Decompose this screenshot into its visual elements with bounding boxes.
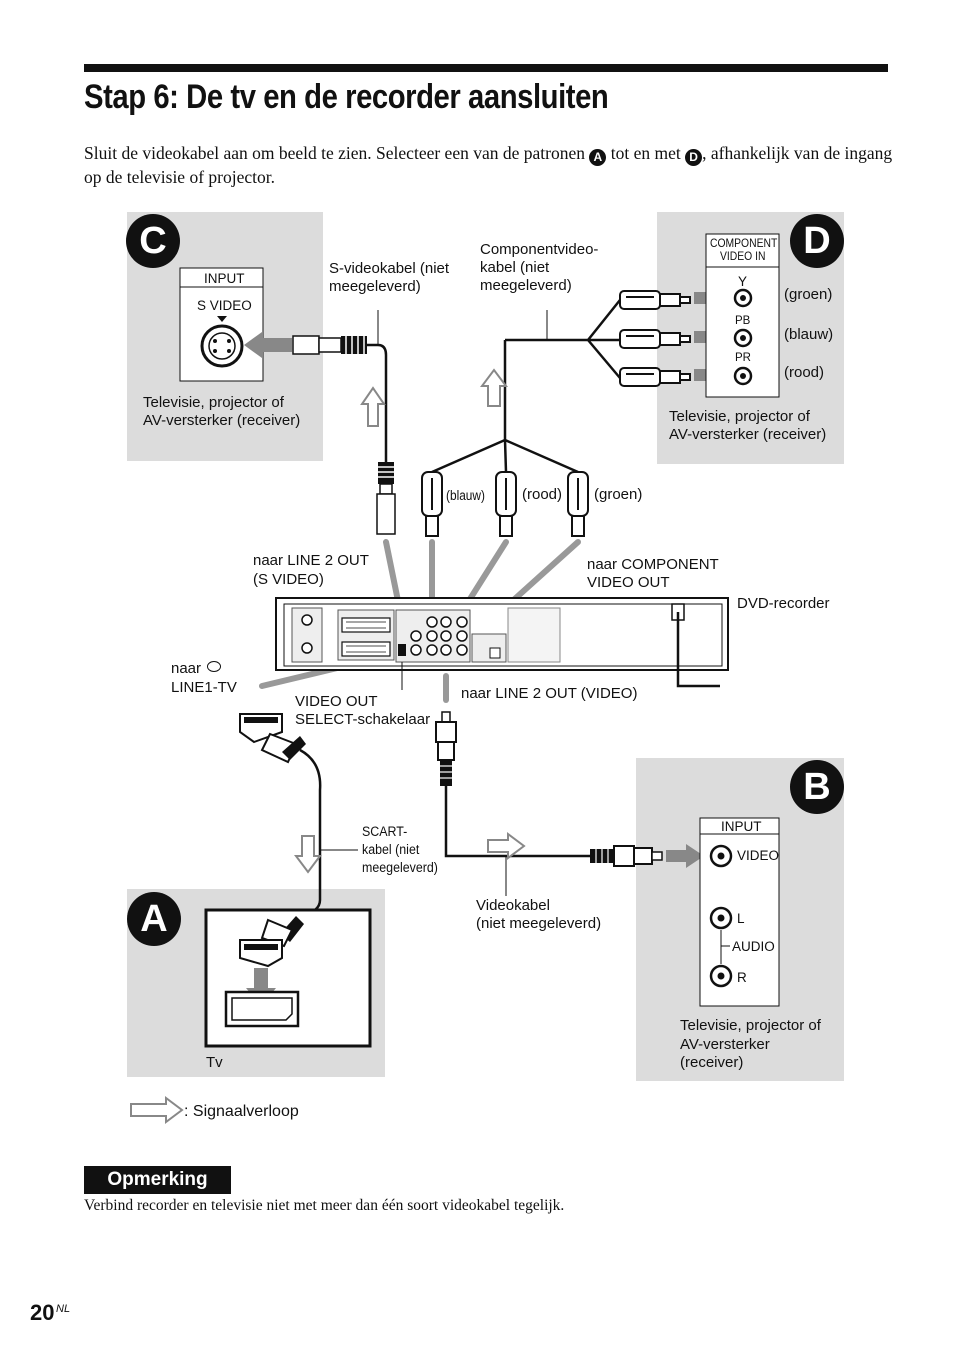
- tv-caption: Tv: [206, 1054, 223, 1071]
- to-component-2: VIDEO OUT: [587, 574, 670, 591]
- note-text: Verbind recorder en televisie niet met m…: [84, 1197, 565, 1214]
- title-rule: [84, 64, 888, 72]
- svideo-cable-label-2: meegeleverd): [329, 278, 421, 295]
- signal-arrow-c-icon: [244, 332, 292, 358]
- color-red-label: (rood): [784, 364, 825, 381]
- intro-text-2: tot en met: [606, 143, 686, 163]
- page-number: 20: [30, 1300, 55, 1325]
- jack-r-label: R: [737, 970, 747, 985]
- panel-b-caption-3: (receiver): [680, 1054, 744, 1071]
- component-plugs-d: [619, 290, 691, 387]
- signal-arrow-up-icon: [480, 368, 508, 407]
- signal-arrow-right-icon: [487, 832, 526, 860]
- component-cable-label-1: Componentvideo-: [480, 241, 599, 258]
- page-number-suffix: NL: [56, 1303, 71, 1315]
- panel-d-caption-1: Televisie, projector of: [669, 408, 810, 425]
- plug-green-label: (groen): [594, 486, 643, 503]
- to-component-1: naar COMPONENT: [587, 556, 719, 573]
- badge-b: B: [790, 760, 844, 814]
- legend-arrow-icon: [130, 1096, 184, 1124]
- dvd-recorder-body: [275, 597, 729, 688]
- scart-plug-tv: [239, 916, 304, 968]
- intro-text-3: , afhankelijk van de ingang op de televi…: [84, 143, 893, 187]
- svideo-input-header: INPUT: [204, 271, 245, 286]
- scart-cable-label-2: kabel (niet: [362, 842, 420, 857]
- signal-arrow-down-icon: [294, 835, 322, 874]
- pattern-d-badge: D: [685, 149, 703, 166]
- jack-y-label: Y: [738, 274, 748, 289]
- component-header-1: COMPONENT: [710, 238, 778, 250]
- page-title: Stap 6: De tv en de recorder aansluiten: [84, 78, 609, 116]
- svideo-jack-label: S VIDEO: [197, 298, 252, 313]
- jack-video-label: VIDEO: [737, 848, 780, 863]
- plug-blue-label: (blauw): [446, 488, 485, 503]
- panel-c-caption-2: AV-versterker (receiver): [143, 412, 301, 429]
- panel-b-caption-2: AV-versterker: [680, 1036, 770, 1053]
- to-line2-svideo-1: naar LINE 2 OUT: [253, 552, 369, 569]
- to-line2-svideo-2: (S VIDEO): [253, 571, 324, 588]
- intro-text-1: Sluit de videokabel aan om beeld te zien…: [84, 143, 590, 163]
- color-blue-label: (blauw): [784, 326, 834, 343]
- component-cable-label-3: meegeleverd): [480, 277, 572, 294]
- panel-d-caption-2: AV-versterker (receiver): [669, 426, 827, 443]
- panel-c-caption-1: Televisie, projector of: [143, 394, 284, 411]
- to-line1-text: naar: [171, 660, 202, 677]
- to-line1-1: naar: [171, 660, 222, 678]
- scart-cable-label-3: meegeleverd): [362, 860, 438, 875]
- jack-audio-label: AUDIO: [732, 939, 775, 954]
- badge-c: C: [126, 214, 180, 268]
- signal-arrow-up-icon: [360, 386, 386, 427]
- video-cable-label-1: Videokabel: [476, 897, 550, 914]
- note-heading: Opmerking: [84, 1166, 231, 1194]
- av-input-header: INPUT: [721, 819, 762, 834]
- video-plug-tv: [590, 845, 663, 867]
- scart-cable-label-1: SCART-: [362, 824, 408, 839]
- switch-label-1: VIDEO OUT: [295, 693, 378, 710]
- switch-label-2: SELECT-schakelaar: [295, 711, 431, 728]
- svideo-cable-label-1: S-videokabel (niet: [329, 260, 450, 277]
- to-line1-2: LINE1-TV: [171, 679, 237, 696]
- video-plug-recorder: [435, 711, 457, 786]
- signal-arrow-b-icon: [666, 844, 704, 868]
- intro-paragraph: Sluit de videokabel aan om beeld te zien…: [84, 142, 894, 189]
- color-green-label: (groen): [784, 286, 833, 303]
- legend-text: : Signaalverloop: [184, 1103, 299, 1120]
- jack-pb-label: PB: [735, 315, 751, 327]
- line-input-icon: [207, 661, 222, 672]
- video-cable-label-2: (niet meegeleverd): [476, 915, 602, 932]
- badge-a: A: [127, 892, 181, 946]
- badge-d: D: [790, 214, 844, 268]
- pattern-a-badge: A: [589, 149, 607, 166]
- plug-red-label: (rood): [522, 486, 563, 503]
- to-line2-video: naar LINE 2 OUT (VIDEO): [461, 685, 638, 702]
- panel-b-caption-1: Televisie, projector of: [680, 1017, 821, 1034]
- component-header-2: VIDEO IN: [720, 251, 766, 263]
- jack-l-label: L: [737, 911, 745, 926]
- scart-plug-top: [239, 713, 306, 764]
- component-cable-label-2: kabel (niet: [480, 259, 550, 276]
- recorder-name: DVD-recorder: [737, 595, 830, 612]
- jack-pr-label: PR: [735, 352, 751, 364]
